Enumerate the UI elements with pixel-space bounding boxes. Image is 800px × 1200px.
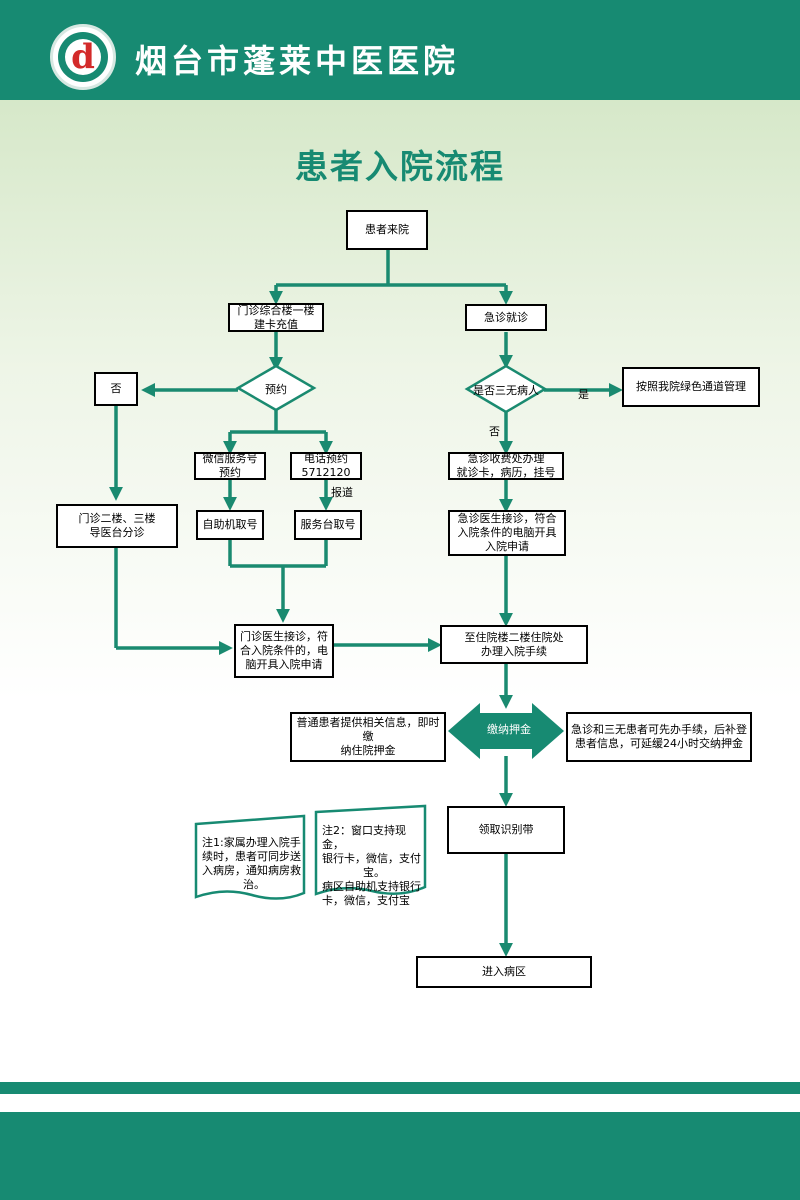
- node-admission: 至住院楼二楼住院处 办理入院手续: [440, 625, 588, 664]
- sanwu-question: 是否三无病人: [473, 384, 539, 397]
- node-outpatient-card-line2: 建卡充值: [254, 317, 298, 331]
- node-phone-appointment: 电话预约 5712120: [290, 452, 362, 480]
- node-op-doctor-line1: 门诊医生接诊，符: [240, 630, 328, 643]
- node-er-doctor: 急诊医生接诊，符合 入院条件的电脑开具 入院申请: [448, 510, 566, 556]
- node-phone-line1: 电话预约: [304, 452, 348, 465]
- node-patient-arrive: 患者来院: [346, 210, 428, 250]
- node-triage: 门诊二楼、三楼 导医台分诊: [56, 504, 178, 548]
- logo-center: [65, 39, 101, 75]
- note1-line1: 注1:家属办理入院手: [202, 836, 301, 849]
- note1-line3: 入病房，通知病房救: [202, 864, 301, 877]
- node-triage-line1: 门诊二楼、三楼: [78, 512, 156, 525]
- node-er-doctor-line1: 急诊医生接诊，符合: [457, 512, 557, 525]
- node-er-deposit-line1: 急诊和三无患者可先办手续，后补登: [571, 723, 747, 736]
- node-er-fee: 急诊收费处办理 就诊卡，病历，挂号: [448, 452, 564, 480]
- note2-text: 注2：窗口支持现金， 银行卡，微信，支付 宝。 病区自助机支持银行 卡，微信，支…: [322, 824, 426, 908]
- node-er-fee-line2: 就诊卡，病历，挂号: [456, 466, 556, 479]
- node-service-desk: 服务台取号: [294, 510, 362, 540]
- note2-line5: 卡，微信，支付宝: [322, 894, 410, 907]
- footer-bar: [0, 1112, 800, 1200]
- note1-line4: 治。: [243, 878, 265, 891]
- sanwu-diamond: [464, 364, 548, 414]
- node-kiosk: 自助机取号: [196, 510, 264, 540]
- node-wechat-line2: 预约: [219, 466, 241, 479]
- node-er-deposit: 急诊和三无患者可先办手续，后补登 患者信息，可延缓24小时交纳押金: [566, 712, 752, 762]
- deposit-double-arrow: [448, 703, 564, 759]
- note2-line3: 宝。: [363, 866, 385, 879]
- node-normal-deposit-line1: 普通患者提供相关信息，即时缴: [296, 716, 440, 743]
- node-phone-line2: 5712120: [301, 466, 351, 479]
- appointment-diamond: [235, 364, 317, 412]
- note2-line1: 注2：窗口支持现金，: [322, 824, 406, 851]
- node-er-doctor-line2: 入院条件的电脑开具: [457, 526, 557, 539]
- footer-stripe: [0, 1082, 800, 1094]
- node-normal-deposit: 普通患者提供相关信息，即时缴 纳住院押金: [290, 712, 446, 762]
- node-wristband: 领取识别带: [447, 806, 565, 854]
- node-er-fee-line1: 急诊收费处办理: [467, 452, 545, 465]
- node-outpatient-card-line1: 门诊综合楼一楼: [237, 303, 315, 317]
- note2-shape: [314, 804, 427, 896]
- node-admission-line2: 办理入院手续: [481, 644, 547, 658]
- node-normal-deposit-line2: 纳住院押金: [340, 744, 396, 757]
- note1-text: 注1:家属办理入院手 续时，患者可同步送 入病房，通知病房救 治。: [202, 836, 306, 892]
- header-bar: d 烟台市蓬莱中医医院: [0, 0, 800, 100]
- hospital-name: 烟台市蓬莱中医医院: [135, 42, 460, 80]
- node-emergency: 急诊就诊: [465, 304, 547, 331]
- edge-label-report: 报道: [331, 486, 353, 499]
- node-wechat-line1: 微信服务号: [202, 452, 258, 465]
- edge-label-no: 否: [489, 425, 500, 438]
- page-title: 患者入院流程: [295, 147, 505, 186]
- node-er-deposit-line2: 患者信息，可延缓24小时交纳押金: [575, 737, 743, 750]
- node-er-doctor-line3: 入院申请: [485, 540, 529, 553]
- node-ward: 进入病区: [416, 956, 592, 988]
- node-triage-line2: 导医台分诊: [89, 526, 145, 539]
- edge-label-yes: 是: [578, 388, 589, 401]
- deposit-label: 缴纳押金: [487, 723, 531, 736]
- node-no-appointment: 否: [94, 372, 138, 406]
- node-green-channel: 按照我院绿色通道管理: [622, 367, 760, 407]
- note2-line4: 病区自助机支持银行: [322, 880, 421, 893]
- node-op-doctor-line3: 脑开具入院申请: [245, 658, 323, 671]
- node-outpatient-card: 门诊综合楼一楼 建卡充值: [228, 303, 324, 332]
- note2-line2: 银行卡，微信，支付: [322, 852, 421, 865]
- appointment-question: 预约: [265, 383, 287, 396]
- node-wechat-appointment: 微信服务号 预约: [194, 452, 266, 480]
- note1-shape: [194, 814, 306, 900]
- node-admission-line1: 至住院楼二楼住院处: [464, 630, 564, 644]
- hospital-logo: d: [50, 24, 116, 90]
- note1-line2: 续时，患者可同步送: [202, 850, 301, 863]
- logo-mark-icon: d: [71, 37, 95, 77]
- node-op-doctor-line2: 合入院条件的，电: [240, 644, 328, 657]
- node-op-doctor: 门诊医生接诊，符 合入院条件的，电 脑开具入院申请: [234, 624, 334, 678]
